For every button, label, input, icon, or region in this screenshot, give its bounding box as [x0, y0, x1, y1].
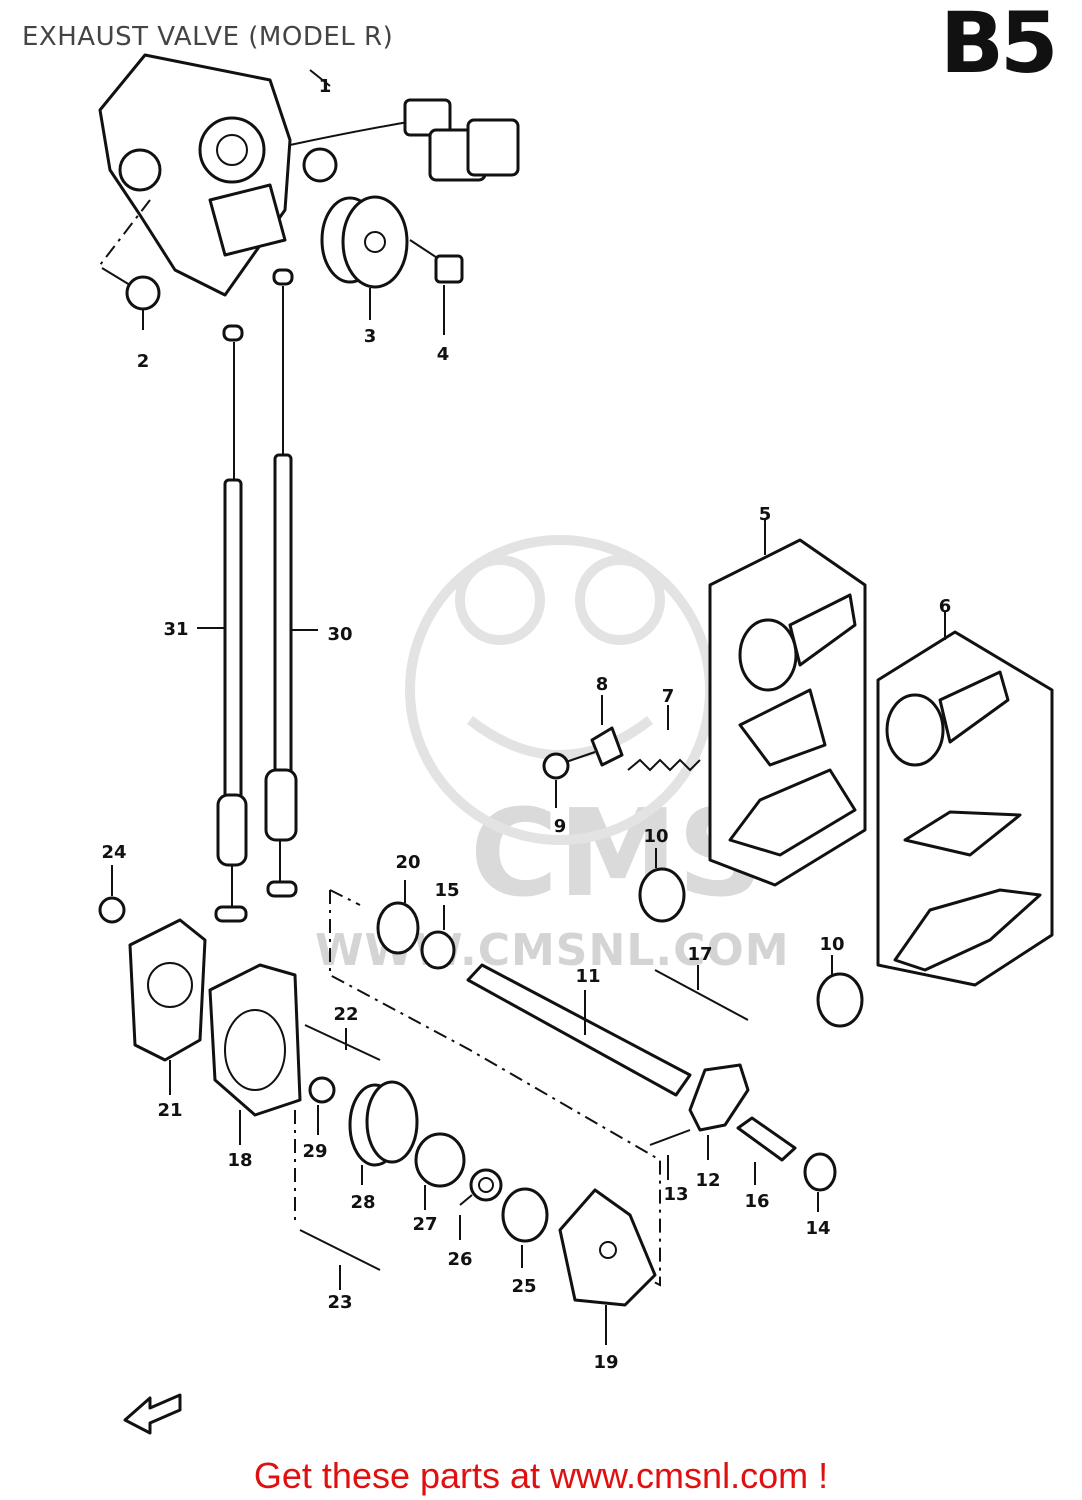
assembly-dashline-top — [329, 889, 361, 906]
callout-22: 22 — [333, 1004, 358, 1025]
part-16-pin — [736, 1116, 797, 1185]
callout-16: 16 — [744, 1191, 769, 1212]
part-29-pin — [308, 1076, 336, 1135]
callout-9: 9 — [554, 816, 567, 837]
callout-6: 6 — [939, 596, 952, 617]
callout-25: 25 — [511, 1276, 536, 1297]
part-26-spring — [459, 1168, 503, 1240]
part-11-shaft — [466, 963, 692, 1097]
part-19-cover — [558, 1188, 657, 1345]
part-5-valve-set — [708, 520, 867, 887]
part-30-cable — [264, 268, 318, 898]
callout-13: 13 — [663, 1184, 688, 1205]
callout-29: 29 — [302, 1141, 327, 1162]
callout-7: 7 — [662, 686, 675, 707]
part-18-housing — [208, 963, 302, 1145]
part-20-bearing — [376, 880, 420, 955]
callout-8: 8 — [596, 674, 609, 695]
part-6-valve-set — [876, 612, 1054, 987]
part-10-bushing-upper — [638, 848, 686, 923]
callout-19: 19 — [593, 1352, 618, 1373]
callout-17: 17 — [687, 944, 712, 965]
part-10-bushing-lower — [816, 955, 864, 1028]
callout-3: 3 — [364, 326, 377, 347]
callout-31: 31 — [163, 619, 188, 640]
part-1-actuator-housing — [98, 53, 520, 297]
part-7-spring — [627, 705, 701, 772]
callout-10-lower: 10 — [819, 934, 844, 955]
callout-24: 24 — [101, 842, 126, 863]
part-22-stud — [304, 1024, 381, 1061]
callout-14: 14 — [805, 1218, 830, 1239]
callout-1: 1 — [319, 76, 332, 97]
part-12-lever — [688, 1063, 750, 1160]
callout-4: 4 — [437, 344, 450, 365]
part-8-plate — [590, 695, 624, 767]
callout-12: 12 — [695, 1170, 720, 1191]
callout-5: 5 — [759, 504, 772, 525]
part-17-pin — [654, 965, 749, 1021]
callout-20: 20 — [395, 852, 420, 873]
part-25-plate — [501, 1187, 549, 1268]
callout-21: 21 — [157, 1100, 182, 1121]
part-2-bolt — [99, 199, 161, 330]
assembly-dashline — [329, 890, 661, 1287]
part-14-collar — [803, 1152, 837, 1212]
part-28-pulley — [348, 1080, 419, 1185]
part-21-gasket — [128, 918, 207, 1095]
part-27-collar — [414, 1132, 466, 1210]
callout-30: 30 — [327, 624, 352, 645]
part-9-screw — [542, 751, 596, 808]
callout-15: 15 — [434, 880, 459, 901]
callout-labels: 1 2 3 4 5 6 7 8 9 10 10 11 12 13 14 15 1… — [101, 76, 951, 1373]
front-arrow-icon — [123, 1393, 182, 1435]
callout-27: 27 — [412, 1214, 437, 1235]
diagram-title: EXHAUST VALVE (MODEL R) — [22, 22, 394, 52]
callout-11: 11 — [575, 966, 600, 987]
part-3-pulley — [320, 195, 409, 320]
part-31-cable — [197, 324, 248, 923]
section-code: B5 — [940, 0, 1059, 92]
callout-2: 2 — [137, 351, 150, 372]
callout-26: 26 — [447, 1249, 472, 1270]
footer-link-text[interactable]: Get these parts at www.cmsnl.com ! — [253, 1455, 829, 1496]
part-15-bushing — [420, 905, 456, 970]
callout-18: 18 — [227, 1150, 252, 1171]
callout-28: 28 — [350, 1192, 375, 1213]
part-13-screw — [649, 1129, 691, 1180]
callout-10-upper: 10 — [643, 826, 668, 847]
part-24-nut — [98, 865, 126, 924]
part-4-bolt — [409, 239, 464, 335]
callout-23: 23 — [327, 1292, 352, 1313]
part-23-stud — [294, 1110, 381, 1290]
